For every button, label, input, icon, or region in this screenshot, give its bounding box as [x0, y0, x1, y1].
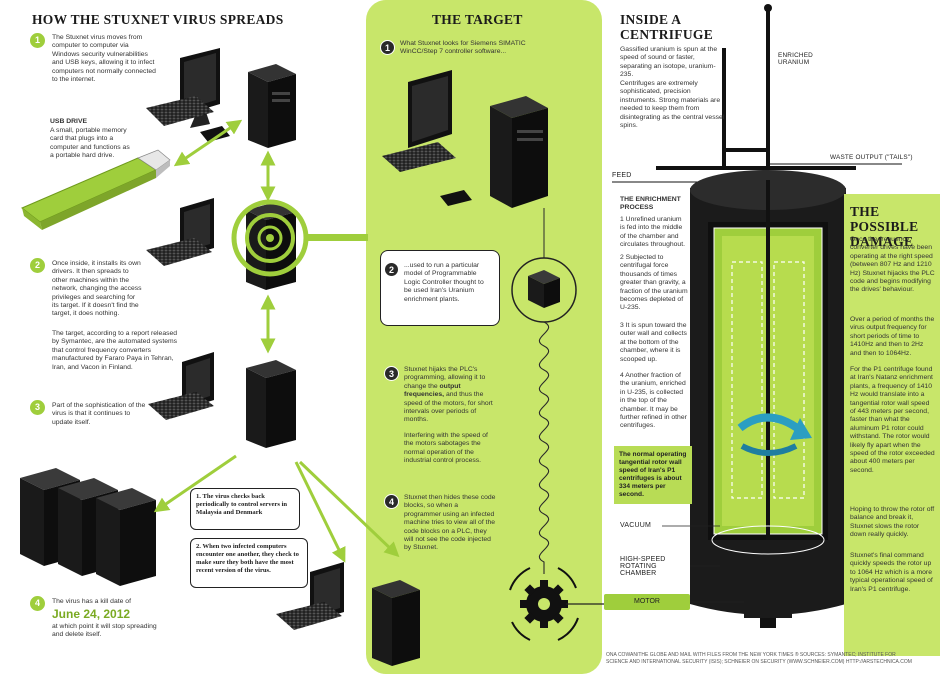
- damage-para-5: Stuxnet's final command quickly speeds t…: [850, 552, 933, 593]
- kill-date-outro: at which point it will stop spreading an…: [52, 623, 157, 639]
- centrifuge-intro-2: Centrifuges are extremely sophisticated,…: [620, 80, 725, 130]
- programmer-computer-icon: [372, 580, 420, 666]
- plc-controller-icon: [511, 208, 577, 323]
- label-enriched-uranium: ENRICHED URANIUM: [778, 52, 813, 66]
- label-motor: MOTOR: [604, 594, 690, 610]
- usb-description: A small, portable memory card that plugs…: [50, 127, 130, 160]
- enrichment-step-1: 1 Unrefined uranium is fed into the midd…: [620, 216, 685, 249]
- step-3-text: Part of the sophistication of the virus …: [52, 402, 146, 426]
- callout-control-servers: 1. The virus checks back periodically to…: [190, 488, 300, 530]
- step-number-4: 4: [30, 596, 45, 611]
- target-step-number-4: 4: [384, 494, 399, 509]
- enrichment-step-3: 3 It is spun toward the outer wall and c…: [620, 322, 687, 363]
- usb-title: USB DRIVE: [50, 118, 88, 125]
- target-step-number-1: 1: [380, 40, 395, 55]
- target-step-2-box: [380, 250, 500, 326]
- target-panel-background: [366, 0, 602, 674]
- damage-para-3: For the P1 centrifuge found at Iran's Na…: [850, 366, 935, 474]
- signal-wire-icon: [538, 321, 550, 574]
- source-credits: ONA COWAN/THE GLOBE AND MAIL WITH FILES …: [606, 652, 912, 665]
- target-step-1-text: What Stuxnet looks for Siemens SIMATIC W…: [400, 40, 526, 56]
- step-1-text: The Stuxnet virus moves from computer to…: [52, 34, 156, 84]
- section-title-target: THE TARGET: [432, 12, 523, 27]
- usb-drive-icon: [21, 149, 171, 230]
- label-rotating-chamber: HIGH-SPEED ROTATING CHAMBER: [620, 556, 666, 577]
- callout-version-check: 2. When two infected computers encounter…: [190, 538, 308, 588]
- centrifuge-intro-1: Gassified uranium is spun at the speed o…: [620, 46, 718, 79]
- damage-para-1: Once the frequency converter drives have…: [850, 236, 935, 294]
- kill-date-intro: The virus has a kill date of: [52, 598, 131, 605]
- computer-icon-3: [148, 352, 296, 448]
- infection-target-icon: [231, 199, 368, 277]
- enrichment-title: THE ENRICHMENT PROCESS: [620, 196, 681, 212]
- damage-para-2: Over a period of months the virus output…: [850, 316, 935, 357]
- step-2-text: Once inside, it installs its own drivers…: [52, 260, 142, 318]
- target-computer-icon: [382, 70, 548, 208]
- motor-gear-icon: [509, 567, 604, 641]
- label-vacuum: VACUUM: [620, 522, 652, 529]
- step-number-3: 3: [30, 400, 45, 415]
- computer-icon-4: [276, 562, 344, 630]
- target-step-3-text-2: Interfering with the speed of the motors…: [404, 432, 488, 465]
- label-waste-output: WASTE OUTPUT ("TAILS"): [830, 154, 913, 161]
- target-note: The target, according to a report releas…: [52, 330, 178, 371]
- kill-date: June 24, 2012: [52, 607, 131, 621]
- step-number-2: 2: [30, 258, 45, 273]
- section-title-spread: HOW THE STUXNET VIRUS SPREADS: [32, 12, 284, 27]
- centrifuge-icon: [612, 4, 902, 628]
- enrichment-step-4: 4 Another fraction of the uranium, enric…: [620, 372, 687, 430]
- enrichment-step-2: 2 Subjected to centrifugal force thousan…: [620, 254, 688, 312]
- control-servers-icon: [20, 468, 156, 586]
- target-step-number-3: 3: [384, 366, 399, 381]
- label-feed: FEED: [612, 172, 632, 179]
- target-step-number-2: 2: [384, 262, 399, 277]
- target-step-3-text: Stuxnet hijaks the PLC's programming, al…: [404, 366, 493, 424]
- section-title-centrifuge: INSIDE A CENTRIFUGE: [620, 12, 714, 42]
- target-step-2-text: ...used to run a particular model of Pro…: [404, 262, 484, 303]
- possible-damage-panel: [844, 194, 940, 656]
- damage-para-4: Hoping to throw the rotor off balance an…: [850, 506, 935, 539]
- step-number-1: 1: [30, 33, 45, 48]
- spread-arrows: [153, 119, 400, 563]
- section-title-damage: THE POSSIBLE DAMAGE: [850, 204, 919, 249]
- target-step-4-text: Stuxnet then hides these code blocks, so…: [404, 494, 496, 552]
- rotor-speed-note: The normal operating tangential rotor wa…: [614, 446, 692, 504]
